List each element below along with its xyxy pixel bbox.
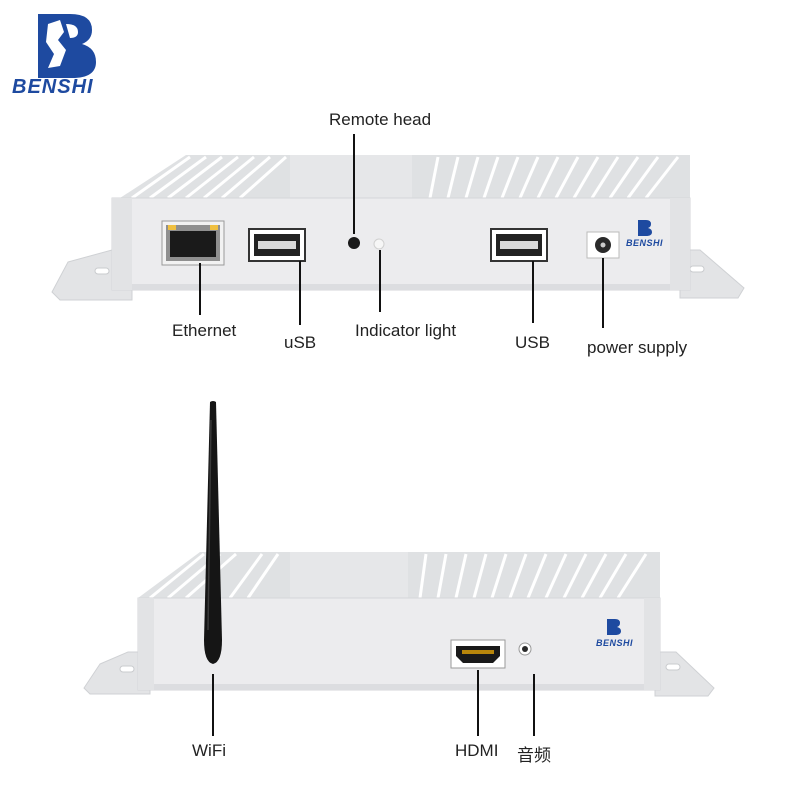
bottom-device-body	[83, 552, 715, 697]
label-indicator-light: Indicator light	[355, 321, 457, 340]
label-audio: 音频	[517, 746, 551, 765]
usb-port-right	[490, 228, 548, 262]
device-logo-text-top: BENSHI	[626, 238, 664, 248]
power-jack	[586, 231, 620, 259]
ethernet-port	[161, 220, 225, 266]
label-ethernet: Ethernet	[172, 321, 237, 340]
label-power-supply: power supply	[587, 338, 688, 357]
device-logo-mark-top	[638, 220, 652, 236]
leader-indicator-light	[379, 250, 381, 312]
device-logo-text-bottom: BENSHI	[596, 638, 634, 648]
remote-head-sensor	[348, 237, 360, 249]
label-remote-head: Remote head	[329, 110, 432, 129]
leader-power-supply	[602, 258, 604, 328]
leader-remote-head	[353, 134, 355, 234]
leader-usb-right	[532, 261, 534, 323]
leader-hdmi	[477, 670, 479, 736]
leader-audio	[533, 674, 535, 736]
hdmi-port	[450, 639, 506, 669]
audio-jack	[518, 642, 532, 656]
brand-logo-mark	[38, 14, 96, 78]
leader-usb-left	[299, 261, 301, 325]
indicator-light	[373, 238, 385, 250]
device-logo-mark-bottom	[607, 619, 621, 635]
label-wifi: WiFi	[192, 741, 226, 760]
leader-ethernet	[199, 263, 201, 315]
label-usb-right: USB	[515, 333, 550, 352]
usb-port-left	[248, 228, 306, 262]
leader-wifi	[212, 674, 214, 736]
brand-logo-text: BENSHI	[12, 76, 94, 98]
label-hdmi: HDMI	[455, 741, 499, 760]
wifi-antenna	[204, 401, 222, 664]
label-usb-left: uSB	[284, 333, 317, 352]
